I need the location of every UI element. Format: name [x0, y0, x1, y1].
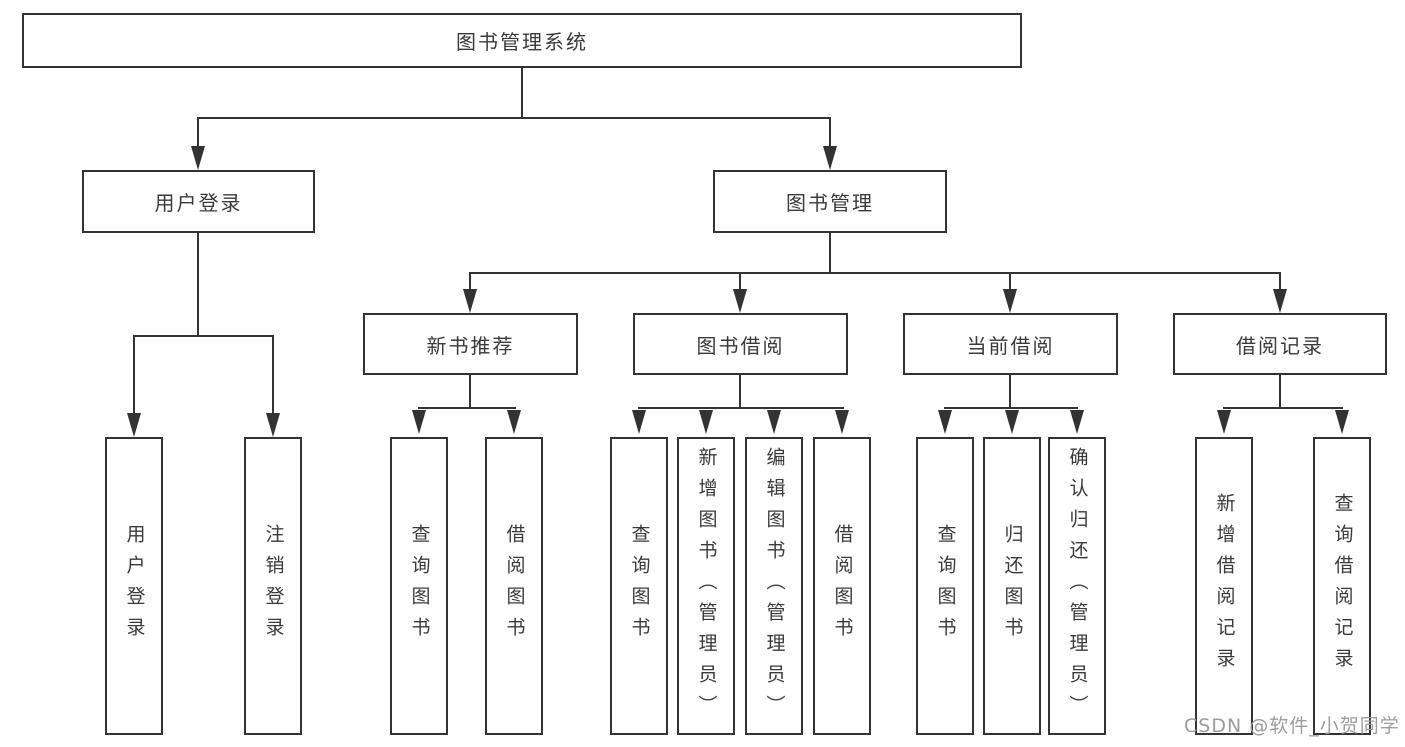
arrow-down-icon: [191, 146, 205, 170]
connector-line: [133, 335, 135, 415]
connector-line: [1009, 272, 1011, 291]
connector-line: [944, 407, 1078, 409]
connector-line: [133, 335, 274, 337]
node-user-login: 用户登录: [82, 170, 315, 233]
leaf-confirm-return-admin: 确认归还（管理员）: [1048, 437, 1106, 735]
leaf-query-book-borrow: 查询图书: [610, 437, 668, 735]
arrow-down-icon: [1070, 410, 1084, 434]
arrow-down-icon: [699, 410, 713, 434]
connector-line: [197, 117, 199, 150]
arrow-down-icon: [1005, 410, 1019, 434]
connector-line: [1279, 272, 1281, 291]
node-current-borrow: 当前借阅: [903, 313, 1118, 375]
connector-line: [418, 407, 516, 409]
node-book-management: 图书管理: [713, 170, 947, 233]
connector-line: [1279, 375, 1281, 408]
connector-line: [197, 117, 831, 119]
arrow-down-icon: [1335, 410, 1349, 434]
connector-line: [739, 375, 741, 408]
arrow-down-icon: [1003, 289, 1017, 313]
leaf-query-borrow-record: 查询借阅记录: [1313, 437, 1371, 735]
leaf-return-book: 归还图书: [983, 437, 1041, 735]
arrow-down-icon: [823, 146, 837, 170]
leaf-add-borrow-record: 新增借阅记录: [1195, 437, 1253, 735]
leaf-edit-book-admin: 编辑图书（管理员）: [745, 437, 803, 735]
arrow-down-icon: [266, 413, 280, 437]
connector-line: [1223, 407, 1343, 409]
connector-line: [521, 68, 523, 118]
connector-line: [197, 233, 199, 335]
arrow-down-icon: [463, 289, 477, 313]
node-book-borrow: 图书借阅: [633, 313, 848, 375]
leaf-borrow-book-recommend: 借阅图书: [485, 437, 543, 735]
leaf-query-book-recommend: 查询图书: [390, 437, 448, 735]
leaf-logout: 注销登录: [244, 437, 302, 735]
arrow-down-icon: [632, 410, 646, 434]
leaf-borrow-book: 借阅图书: [813, 437, 871, 735]
connector-line: [272, 335, 274, 415]
arrow-down-icon: [507, 410, 521, 434]
node-root: 图书管理系统: [22, 13, 1022, 68]
connector-line: [469, 272, 1281, 274]
connector-line: [739, 272, 741, 291]
leaf-add-book-admin: 新增图书（管理员）: [677, 437, 735, 735]
leaf-user-login: 用户登录: [105, 437, 163, 735]
connector-line: [469, 272, 471, 291]
node-new-book-recommend: 新书推荐: [363, 313, 578, 375]
arrow-down-icon: [733, 289, 747, 313]
leaf-query-book-current: 查询图书: [916, 437, 974, 735]
node-borrow-records: 借阅记录: [1173, 313, 1387, 375]
connector-line: [829, 117, 831, 150]
connector-line: [829, 233, 831, 272]
connector-line: [1009, 375, 1011, 408]
arrow-down-icon: [127, 413, 141, 437]
arrow-down-icon: [412, 410, 426, 434]
arrow-down-icon: [938, 410, 952, 434]
csdn-watermark: CSDN @软件_小贺同学: [1184, 715, 1400, 737]
arrow-down-icon: [1273, 289, 1287, 313]
arrow-down-icon: [767, 410, 781, 434]
arrow-down-icon: [1217, 410, 1231, 434]
connector-line: [469, 375, 471, 408]
connector-line: [638, 407, 844, 409]
arrow-down-icon: [835, 410, 849, 434]
